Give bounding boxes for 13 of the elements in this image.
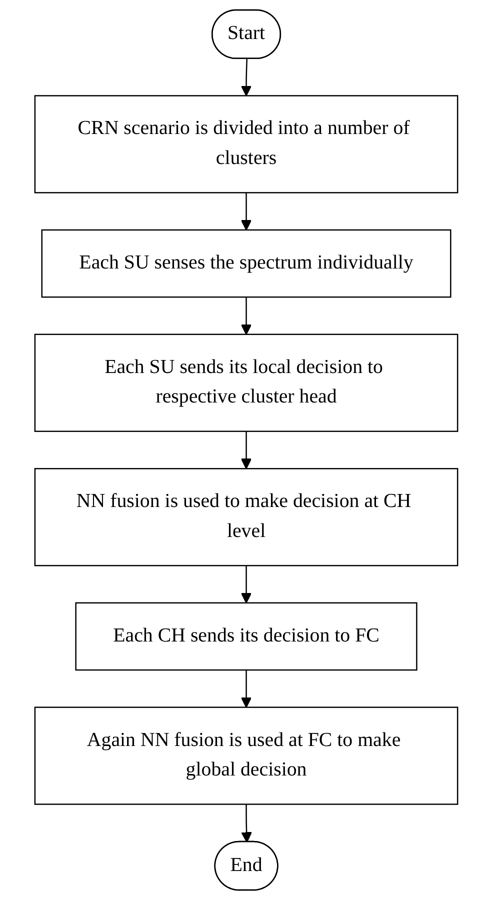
arrow (240, 804, 252, 843)
arrow (240, 59, 252, 96)
arrow (240, 192, 252, 230)
arrow (240, 566, 252, 604)
node-box: Each CH sends its decision to FC (74, 602, 418, 671)
arrow (240, 670, 252, 708)
arrow (240, 297, 252, 335)
node-box: CRN scenario is divided into a number of clusters (34, 95, 458, 194)
node-box: Each SU sends its local decision to respective cluster head (34, 334, 458, 432)
node-box: Again NN fusion is used at FC to make global decision (34, 706, 458, 805)
arrow (240, 431, 252, 470)
node-box: NN fusion is used to make decision at CH level (34, 468, 458, 566)
node-box: Each SU senses the spectrum individually (41, 229, 451, 298)
